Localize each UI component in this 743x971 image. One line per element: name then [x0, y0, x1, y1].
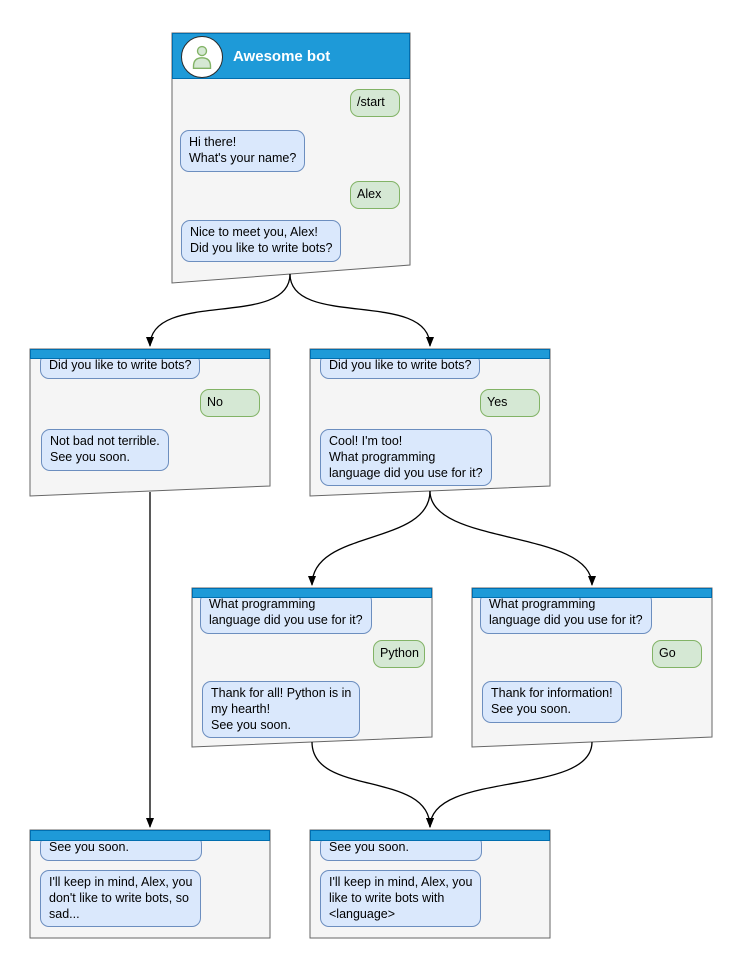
chat-window-branch-no-header — [30, 349, 270, 359]
message-context-question: What programming language did you use fo… — [480, 592, 652, 634]
message-bot-ask-bots: Nice to meet you, Alex! Did you like to … — [181, 220, 342, 262]
chat-window-branch-go-header — [472, 588, 712, 598]
message-user-start-command: /start — [350, 89, 400, 117]
chat-window-branch-yes: Did you like to write bots? Yes Cool! I'… — [310, 349, 550, 496]
chat-window-branch-go: What programming language did you use fo… — [472, 588, 712, 747]
message-bot-reply-python: Thank for all! Python is in my hearth! S… — [202, 681, 361, 739]
chat-window-branch-python: What programming language did you use fo… — [192, 588, 432, 747]
message-user-answer-yes: Yes — [480, 389, 540, 417]
message-bot-final-no: I'll keep in mind, Alex, you don't like … — [40, 870, 202, 928]
chat-window-branch-python-header — [192, 588, 432, 598]
bot-person-icon — [192, 45, 212, 69]
message-bot-reply-yes: Cool! I'm too! What programming language… — [320, 429, 492, 487]
chat-window-end-no-header — [30, 830, 270, 841]
bot-avatar — [181, 36, 223, 78]
connector-go-to-end — [426, 741, 593, 828]
message-context-question: What programming language did you use fo… — [200, 592, 372, 634]
chat-window-start: Awesome bot /start Hi there! What's your… — [172, 33, 410, 283]
message-bot-greeting: Hi there! What's your name? — [180, 130, 306, 172]
message-bot-reply-no: Not bad not terrible. See you soon. — [41, 429, 169, 471]
bot-title: Awesome bot — [233, 48, 331, 65]
chat-window-branch-yes-header — [310, 349, 550, 359]
connector-start-to-no — [146, 273, 291, 347]
chat-window-branch-no: Did you like to write bots? No Not bad n… — [30, 349, 270, 496]
message-user-answer-no: No — [200, 389, 260, 417]
chat-window-end-yes-header — [310, 830, 550, 841]
chat-window-end-yes: See you soon. I'll keep in mind, Alex, y… — [310, 830, 550, 938]
connector-yes-to-python — [308, 490, 431, 586]
connector-python-to-end — [311, 741, 434, 828]
chat-window-start-header: Awesome bot — [172, 33, 410, 79]
message-bot-final-yes: I'll keep in mind, Alex, you like to wri… — [320, 870, 482, 928]
connector-start-to-yes — [289, 273, 434, 347]
message-user-name: Alex — [350, 181, 400, 209]
chat-window-end-no: See you soon. I'll keep in mind, Alex, y… — [30, 830, 270, 938]
message-user-answer-go: Go — [652, 640, 702, 668]
message-user-answer-python: Python — [373, 640, 425, 668]
message-bot-reply-go: Thank for information! See you soon. — [482, 681, 622, 723]
connector-yes-to-go — [429, 490, 596, 586]
